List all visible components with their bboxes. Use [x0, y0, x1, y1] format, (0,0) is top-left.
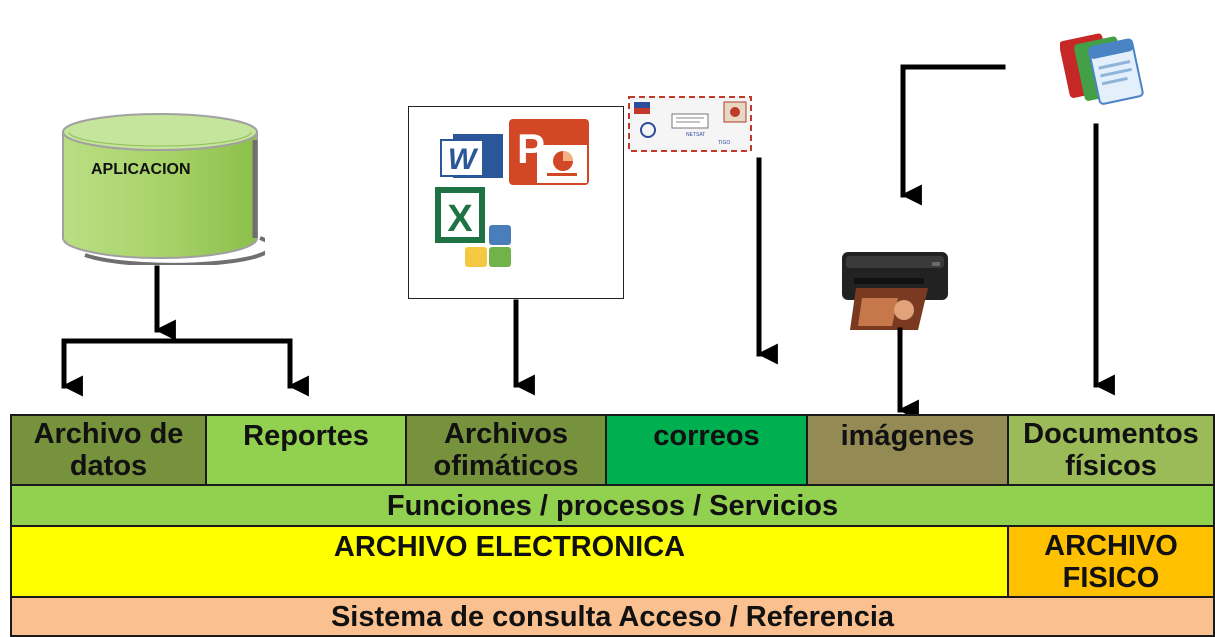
access-row: Sistema de consulta Acceso / Referencia	[10, 596, 1215, 637]
category-archivo-de-datos: Archivo de datos	[10, 414, 207, 486]
office-files-box: W P X	[408, 106, 624, 299]
svg-text:NETSAT: NETSAT	[686, 132, 705, 138]
category-archivos-ofimaticos: Archivos ofimáticos	[405, 414, 607, 486]
electronic-archive: ARCHIVO ELECTRONICA	[10, 525, 1009, 598]
database-icon	[62, 113, 265, 265]
functions-row: Funciones / procesos / Servicios	[10, 484, 1215, 527]
category-reportes: Reportes	[205, 414, 407, 486]
printer-icon	[832, 238, 954, 333]
word-icon: W	[440, 134, 503, 178]
category-correos: correos	[605, 414, 808, 486]
database-label: APLICACION	[91, 161, 191, 178]
svg-text:W: W	[448, 143, 479, 176]
svg-text:TIGO: TIGO	[718, 140, 730, 146]
category-imagenes: imágenes	[806, 414, 1009, 486]
documents-stack-icon	[1060, 33, 1144, 105]
powerpoint-icon: P	[509, 119, 589, 185]
physical-archive: ARCHIVO FISICO	[1007, 525, 1215, 598]
excel-icon: X	[435, 187, 511, 267]
category-documentos-fisicos: Documentos físicos	[1007, 414, 1215, 486]
svg-text:P: P	[517, 125, 545, 172]
svg-text:X: X	[447, 198, 473, 240]
envelope-icon: NETSAT TIGO	[628, 96, 752, 152]
